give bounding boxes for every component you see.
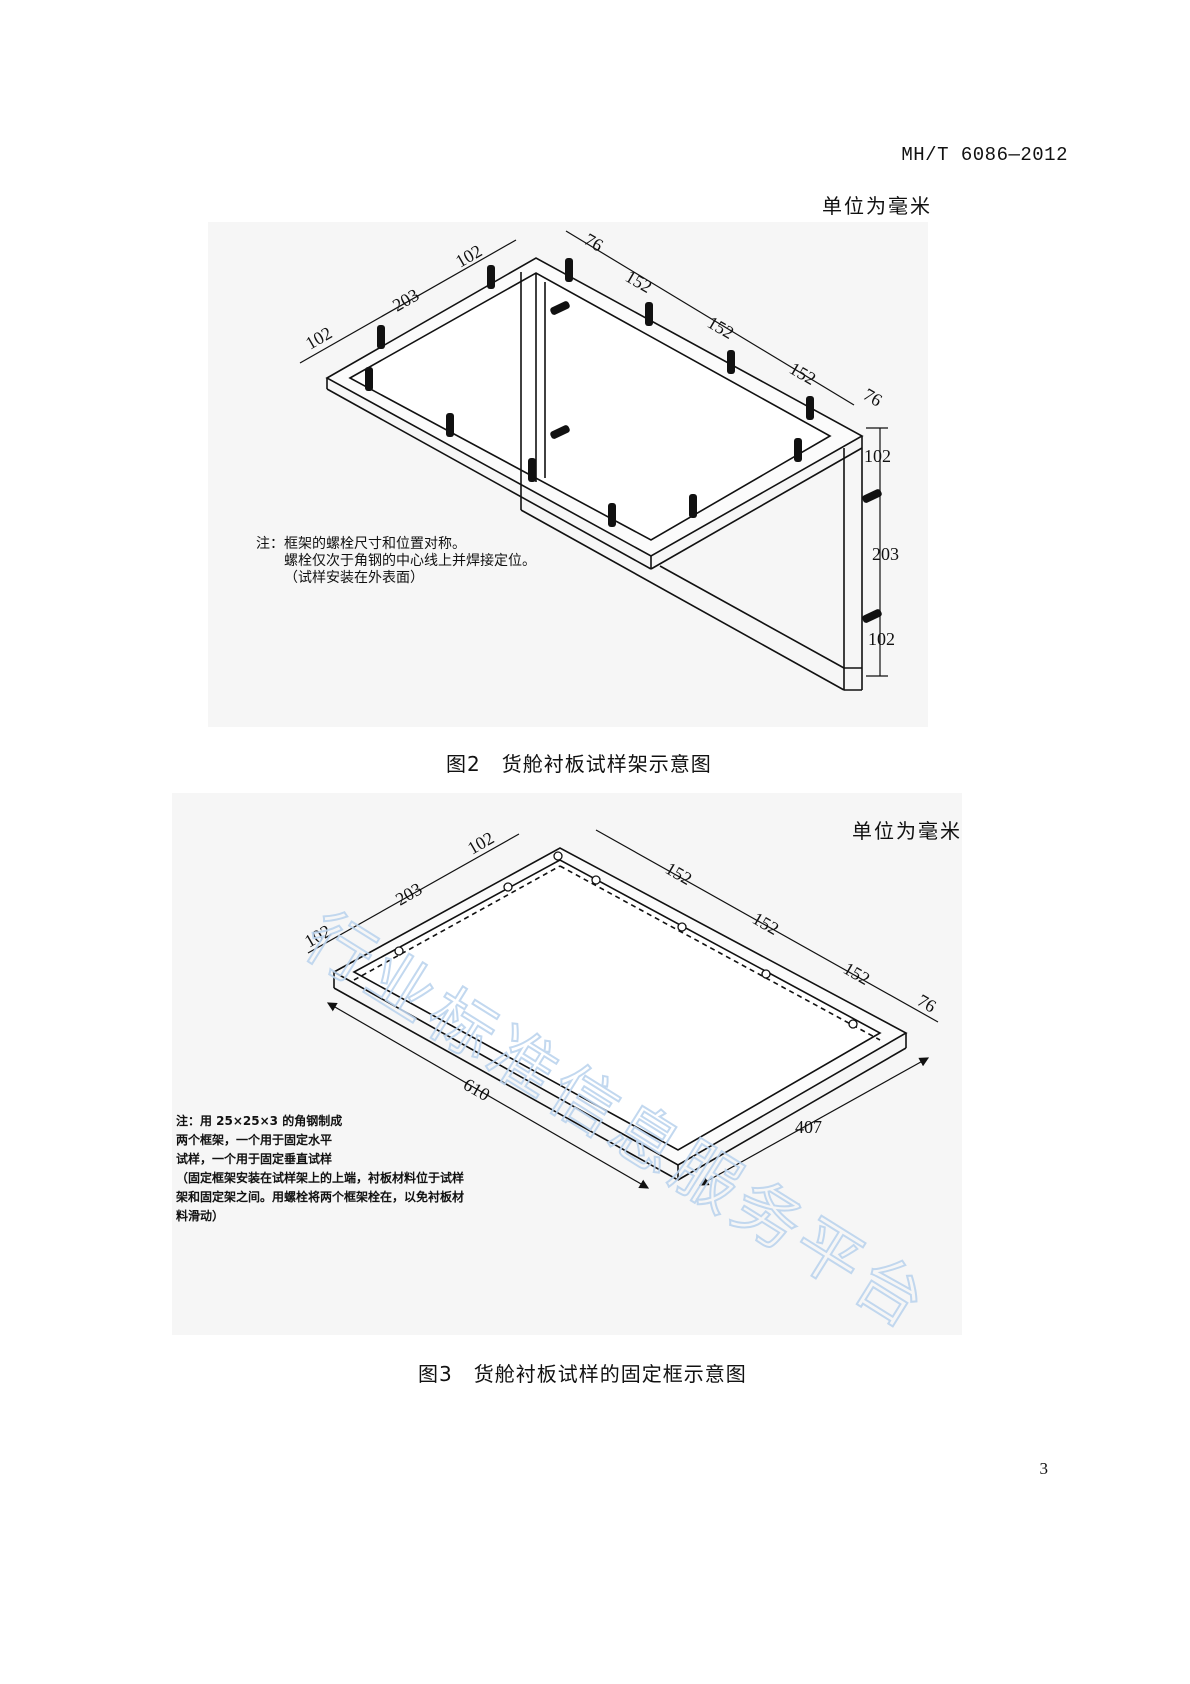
fig2-dim-v102a: 102 bbox=[864, 446, 891, 466]
figure2-note-line: （试样安装在外表面） bbox=[284, 570, 424, 586]
figure3-unit-label: 单位为毫米 bbox=[852, 819, 962, 843]
fig3-dim-152b: 152 bbox=[749, 908, 782, 939]
figure2-note-line: 注：框架的螺栓尺寸和位置对称。 bbox=[256, 536, 466, 552]
fig2-dim-203: 203 bbox=[389, 285, 422, 316]
figure3-note-line: 注：用 25×25×3 的角钢制成 bbox=[176, 1114, 343, 1128]
fig3-dim-152a: 152 bbox=[662, 858, 695, 889]
fig3-dim-76: 76 bbox=[914, 990, 940, 1016]
standard-number: MH/T 6086—2012 bbox=[901, 144, 1068, 166]
fig2-dim-76b: 76 bbox=[860, 384, 886, 410]
figure3-note-line: 架和固定架之间。用螺栓将两个框架栓在，以免衬板材 bbox=[176, 1190, 465, 1204]
figure2-unit-label: 单位为毫米 bbox=[822, 194, 932, 218]
fig2-dim-102a: 102 bbox=[302, 323, 335, 354]
fig2-dim-76a: 76 bbox=[581, 229, 607, 255]
figure3-dimension-lines bbox=[307, 829, 939, 1189]
figure2-note: 注：框架的螺栓尺寸和位置对称。 螺栓仅次于角钢的中心线上并焊接定位。 （试样安装… bbox=[256, 536, 536, 587]
figure3-note-line: （固定框架安装在试样架上的上端，衬板材料位于试样 bbox=[176, 1171, 465, 1185]
fig3-dim-152c: 152 bbox=[840, 958, 873, 989]
figure2-dimension-lines bbox=[299, 230, 888, 677]
fig3-dim-102b: 102 bbox=[464, 828, 497, 859]
fig2-dim-102b: 102 bbox=[452, 241, 485, 272]
fig2-dim-152c: 152 bbox=[786, 358, 819, 389]
fig2-dim-152a: 152 bbox=[622, 266, 655, 297]
figure3-note-line: 料滑动） bbox=[176, 1209, 225, 1223]
figure3-bolt-holes bbox=[394, 851, 858, 1029]
figure3-note-line: 两个框架，一个用于固定水平 bbox=[176, 1133, 333, 1147]
figure3-note: 注：用 25×25×3 的角钢制成 两个框架，一个用于固定水平 试样，一个用于固… bbox=[176, 1112, 464, 1226]
figure2-rack bbox=[325, 257, 864, 691]
fig2-dim-v203: 203 bbox=[872, 544, 899, 564]
page-number: 3 bbox=[1039, 1459, 1049, 1478]
fig3-dim-203: 203 bbox=[392, 879, 425, 910]
fig2-dim-v102b: 102 bbox=[868, 629, 895, 649]
figure3-caption: 图3 货舱衬板试样的固定框示意图 bbox=[418, 1362, 747, 1386]
fig3-dim-407: 407 bbox=[795, 1117, 822, 1137]
figure2-bolts bbox=[365, 258, 882, 623]
figure2-note-line: 螺栓仅次于角钢的中心线上并焊接定位。 bbox=[284, 553, 536, 569]
figure3-note-line: 试样，一个用于固定垂直试样 bbox=[176, 1152, 333, 1166]
figure2-caption: 图2 货舱衬板试样架示意图 bbox=[446, 752, 712, 776]
